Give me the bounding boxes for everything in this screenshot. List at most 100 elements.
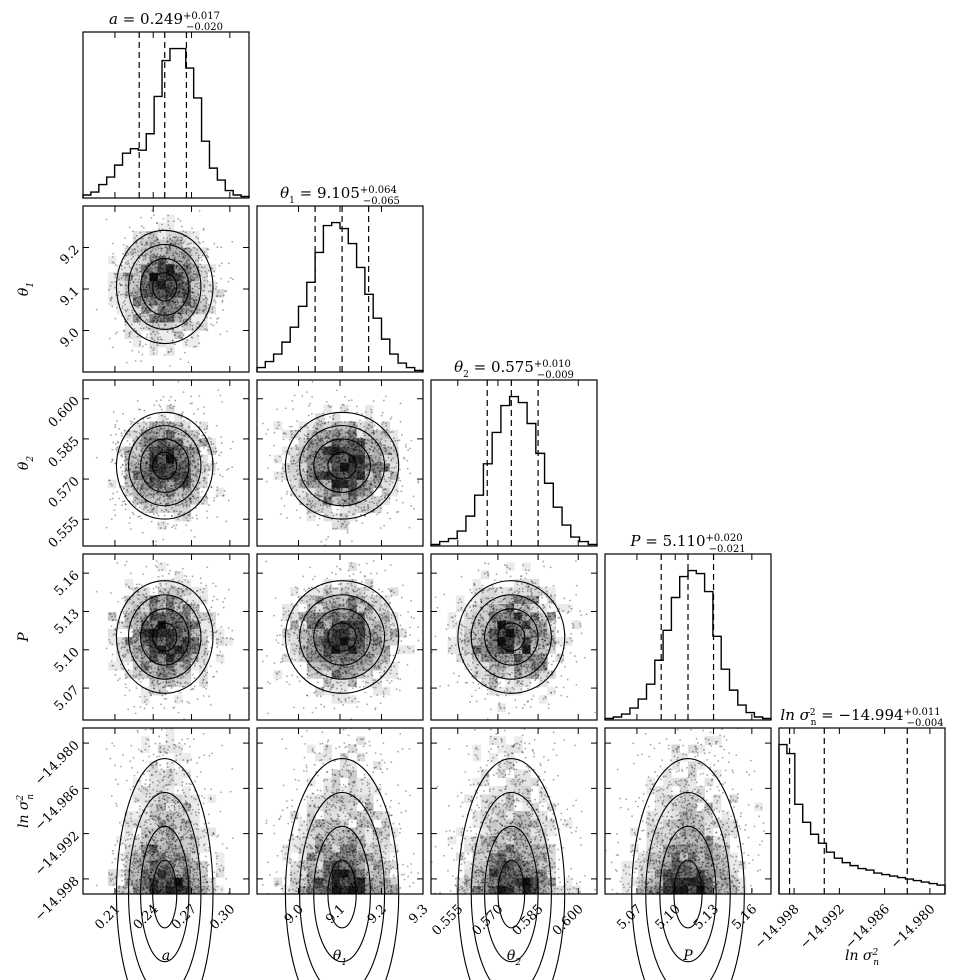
sample-point — [139, 303, 141, 306]
sample-point — [171, 308, 174, 311]
sample-point — [163, 444, 166, 447]
sample-point — [374, 456, 377, 459]
sample-point — [114, 286, 117, 289]
sample-point — [170, 434, 173, 437]
sample-point — [396, 439, 399, 442]
sample-point — [342, 404, 345, 406]
sample-point — [114, 426, 117, 428]
sample-point — [163, 510, 165, 513]
sample-point — [318, 468, 320, 471]
sample-point — [181, 271, 184, 274]
sample-point — [206, 516, 209, 519]
sample-point — [150, 321, 153, 323]
sample-point — [204, 270, 207, 273]
density-cell — [157, 264, 167, 273]
sample-point — [357, 469, 360, 472]
sample-point — [181, 467, 184, 470]
sample-point — [162, 419, 165, 422]
sample-point — [148, 300, 151, 303]
sample-point — [179, 219, 182, 222]
sample-point — [157, 471, 160, 474]
sample-point — [154, 448, 157, 451]
density-cell — [149, 322, 158, 331]
sample-point — [132, 281, 135, 283]
sample-point — [395, 499, 398, 502]
sample-point — [164, 275, 167, 278]
sample-point — [225, 289, 228, 292]
sample-point — [393, 467, 396, 469]
sample-point — [178, 451, 181, 453]
sample-point — [132, 501, 135, 503]
sample-point — [141, 450, 144, 453]
sample-point — [160, 338, 162, 341]
sample-point — [163, 308, 166, 311]
sample-point — [151, 508, 154, 511]
sample-point — [150, 275, 152, 278]
sample-point — [153, 479, 155, 482]
sample-point — [331, 442, 334, 445]
sample-point — [145, 318, 148, 321]
sample-point — [172, 242, 174, 245]
sample-point — [179, 277, 182, 280]
sample-point — [195, 299, 198, 302]
sample-point — [145, 434, 148, 437]
sample-point — [134, 499, 137, 502]
sample-point — [380, 423, 383, 425]
sample-point — [134, 305, 137, 307]
sample-point — [162, 289, 165, 292]
sample-point — [146, 309, 148, 312]
sample-point — [124, 470, 126, 472]
sample-point — [139, 455, 141, 458]
sample-point — [162, 284, 165, 286]
sample-point — [167, 282, 170, 285]
sample-point — [142, 290, 145, 292]
sample-point — [159, 264, 162, 267]
sample-point — [154, 267, 156, 270]
sample-point — [344, 432, 347, 434]
sample-point — [389, 517, 392, 520]
sample-point — [182, 334, 185, 337]
sample-point — [213, 496, 216, 499]
sample-point — [197, 266, 200, 268]
sample-point — [192, 302, 195, 305]
sample-point — [151, 444, 154, 446]
sample-point — [134, 278, 137, 281]
sample-point — [356, 425, 359, 427]
sample-point — [181, 413, 183, 415]
sample-point — [170, 310, 173, 313]
sample-point — [189, 497, 192, 500]
sample-point — [154, 279, 157, 282]
sample-point — [197, 439, 200, 442]
sample-point — [182, 230, 185, 233]
sample-point — [173, 494, 175, 497]
sample-point — [326, 458, 329, 461]
sample-point — [112, 411, 115, 413]
sample-point — [167, 286, 169, 288]
sample-point — [151, 439, 154, 441]
sample-point — [111, 305, 114, 308]
sample-point — [109, 482, 112, 485]
sample-point — [310, 502, 313, 505]
sample-point — [150, 470, 153, 473]
sample-point — [351, 434, 353, 437]
sample-point — [168, 256, 171, 258]
sample-point — [166, 480, 169, 483]
sample-point — [165, 269, 168, 271]
sample-point — [156, 245, 159, 248]
sample-point — [306, 512, 309, 515]
sample-point — [204, 444, 207, 447]
sample-point — [150, 259, 152, 261]
sample-point — [134, 360, 137, 362]
sample-point — [390, 459, 393, 462]
sample-point — [209, 317, 212, 320]
sample-point — [204, 468, 207, 471]
sample-point — [162, 307, 165, 309]
sample-point — [160, 483, 162, 486]
density-cell — [364, 504, 374, 514]
sample-point — [361, 412, 364, 415]
sample-point — [135, 291, 137, 294]
sample-point — [191, 227, 193, 230]
sample-point — [160, 261, 162, 264]
sample-point — [336, 527, 339, 530]
sample-point — [139, 270, 142, 273]
